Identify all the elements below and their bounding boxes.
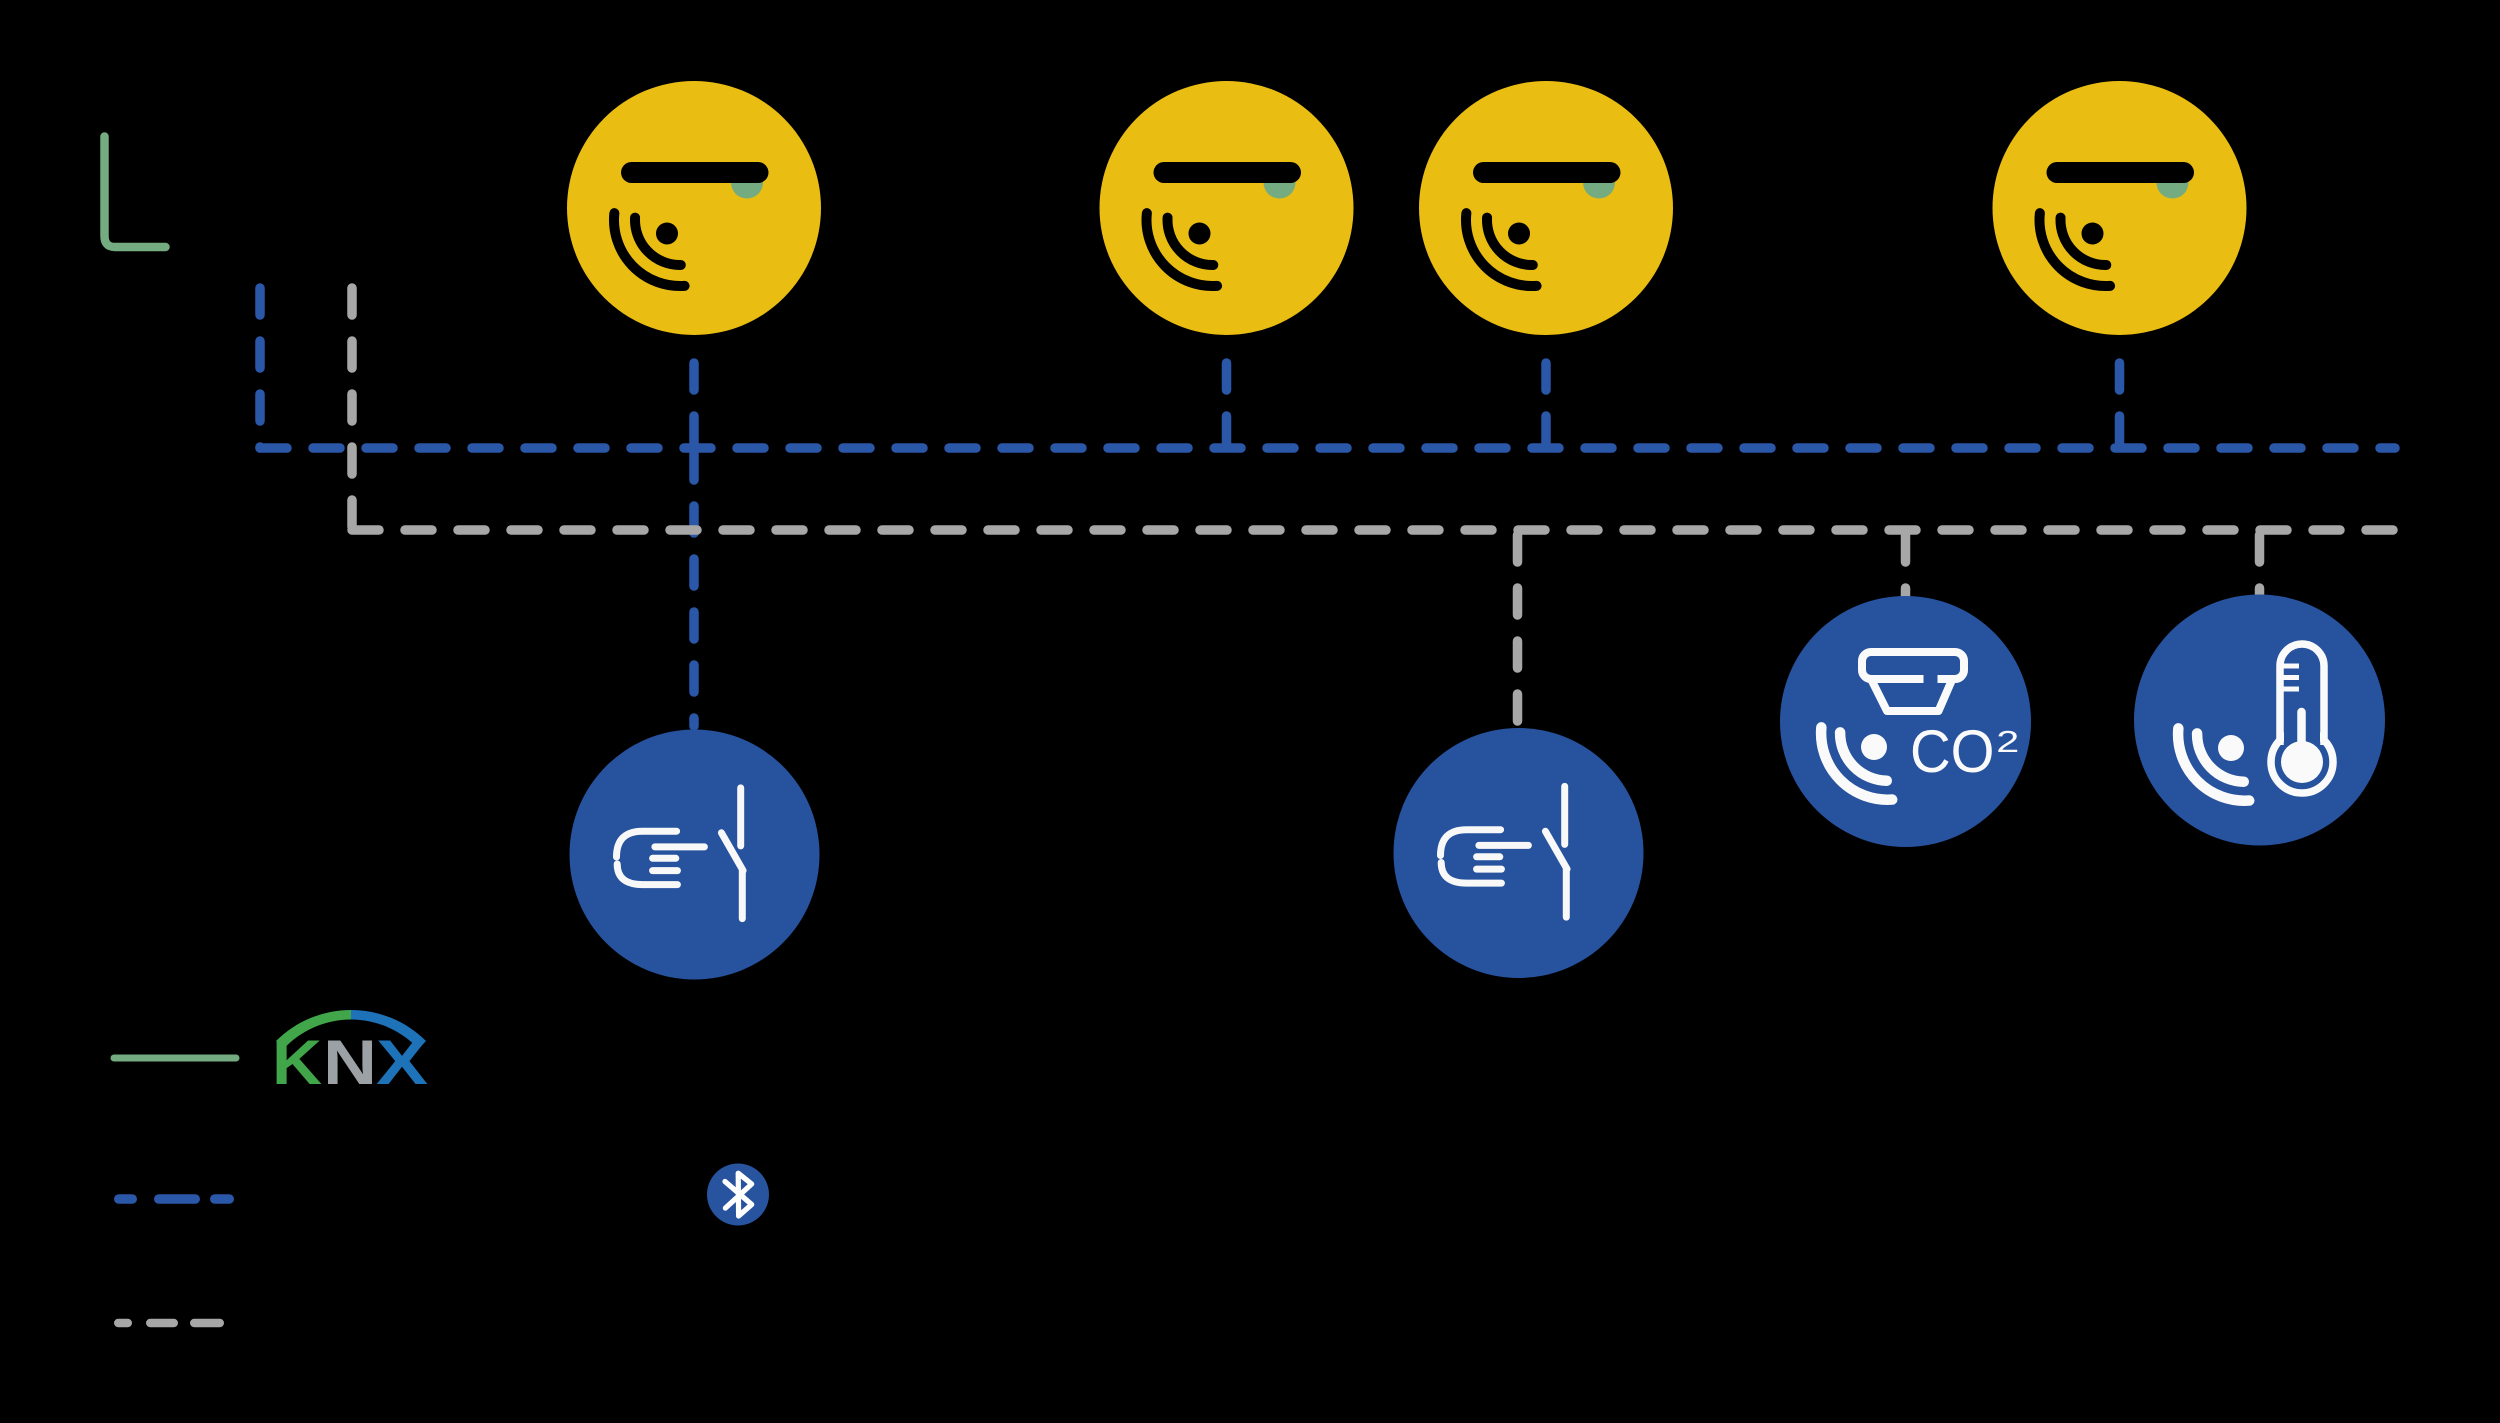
- svg-text:CO: CO: [1910, 718, 1995, 785]
- svg-text:X: X: [376, 1028, 428, 1098]
- svg-text:N: N: [323, 1028, 377, 1098]
- svg-text:2: 2: [1996, 724, 2019, 759]
- svg-text:K: K: [272, 1028, 322, 1098]
